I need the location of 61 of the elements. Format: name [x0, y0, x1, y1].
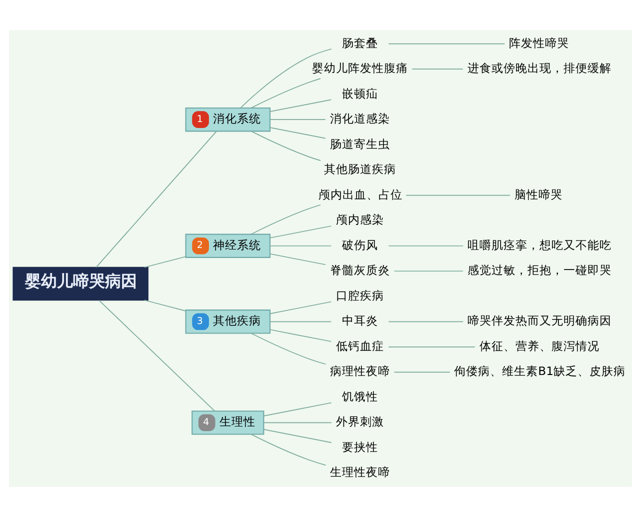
node-text: 生理性夜啼 [329, 465, 390, 480]
node-text: 口腔疾病 [335, 288, 384, 302]
node-box: 4 生理性 [191, 410, 264, 435]
node-text: 咀嚼肌痉挛，想吃又不能吃 [466, 238, 611, 252]
node-text: 破伤风 [342, 238, 378, 252]
connector [262, 422, 332, 424]
connector [240, 48, 332, 108]
connector [144, 300, 186, 312]
node-text: 颅内感染 [335, 212, 384, 227]
node-text: 体征、营养、腹泻情况 [478, 338, 599, 353]
connector [262, 402, 332, 416]
connector [269, 119, 326, 120]
connector [405, 194, 510, 196]
node-text: 肠套叠 [342, 36, 378, 50]
node-text: 要挟性 [342, 440, 378, 454]
connector [95, 130, 216, 268]
connector [250, 204, 320, 235]
node-text: 外界刺激 [335, 414, 384, 429]
node-text: 嵌顿疝 [342, 86, 378, 100]
node-box: 3 其他疾病 [184, 310, 270, 334]
connector [250, 78, 320, 108]
connector [388, 346, 475, 348]
node-text: 婴幼儿阵发性腹痛 [312, 61, 408, 76]
node-text: 脊髓灰质炎 [329, 263, 390, 278]
node-text: 低钙血症 [335, 338, 384, 353]
node-text: 肠道寄生虫 [329, 136, 390, 151]
connector [388, 321, 464, 322]
node-box: 婴幼儿啼哭病因 [12, 266, 148, 301]
node-box: 2 神经系统 [184, 234, 270, 258]
connector [269, 245, 332, 246]
connector [269, 321, 332, 322]
node-text: 感觉过敏，拒抱，一碰即哭 [466, 263, 611, 278]
node-text: 佝偻病、维生素B1缺乏、皮肤病 [454, 364, 625, 378]
node-text: 消化道感染 [329, 112, 390, 126]
connector [269, 127, 326, 139]
connector [144, 256, 186, 268]
connector [393, 270, 463, 272]
connector [269, 226, 332, 238]
node-text: 阵发性啼哭 [508, 36, 568, 50]
node-text: 中耳炎 [342, 314, 378, 328]
node-text: 啼哭伴发热而又无明确病因 [466, 314, 611, 328]
node-box: 1 消化系统 [184, 107, 270, 132]
connector [411, 68, 463, 70]
connector [388, 43, 505, 44]
node-text: 脑性啼哭 [514, 187, 562, 202]
connector [250, 130, 320, 161]
connector [269, 329, 332, 342]
connector [269, 301, 332, 314]
connector [388, 245, 464, 246]
connector [262, 429, 332, 443]
connector [98, 300, 215, 412]
connector [250, 332, 326, 365]
node-text: 饥饿性 [342, 389, 378, 404]
connector [269, 99, 332, 112]
node-text: 进食或傍晚出现，排便缓解 [466, 61, 611, 76]
connector [250, 434, 326, 466]
node-text: 颅内出血、占位 [318, 187, 402, 202]
connector [269, 253, 326, 266]
node-text: 病理性夜啼 [329, 364, 390, 378]
node-text: 其他肠道疾病 [324, 162, 396, 176]
connector [393, 372, 450, 373]
